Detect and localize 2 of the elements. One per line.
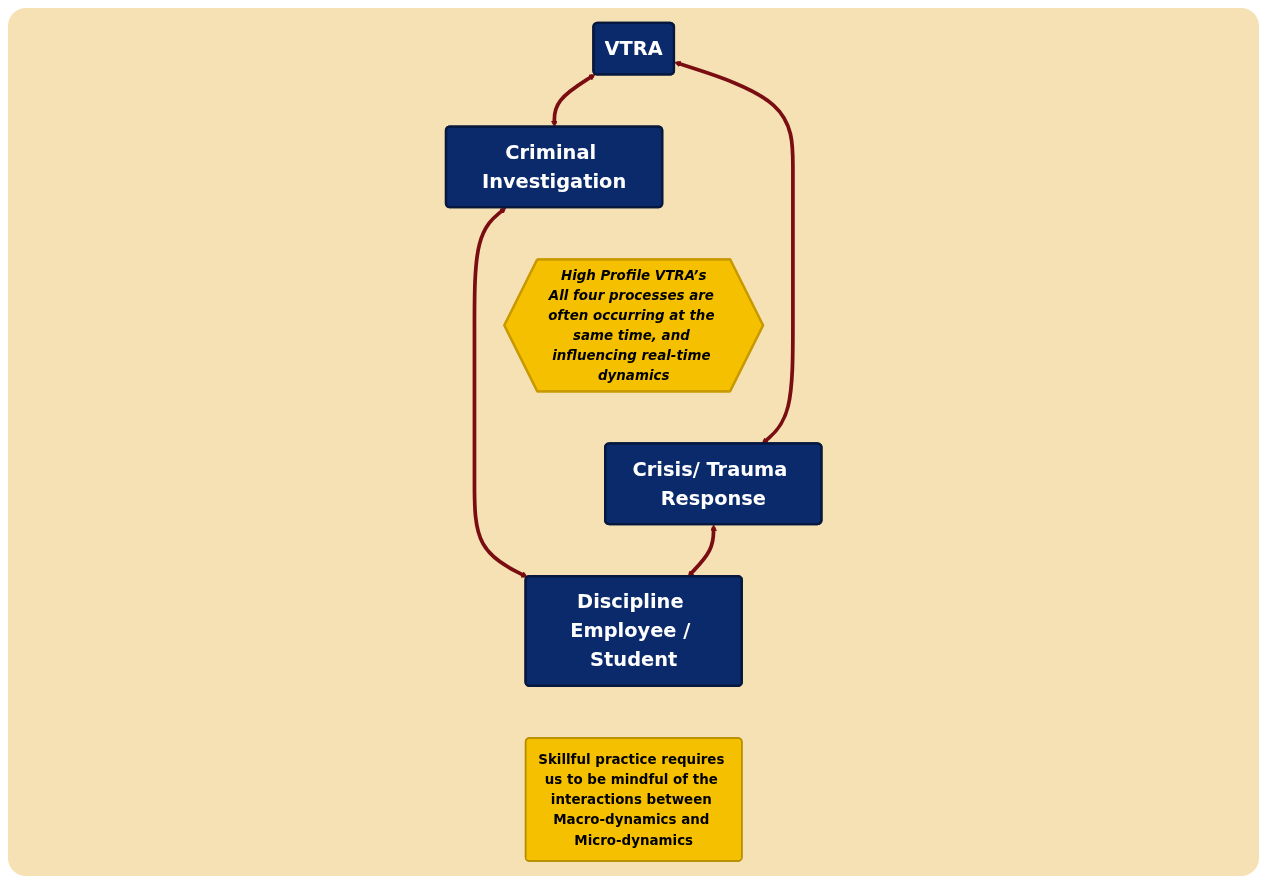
- arrow: [472, 207, 528, 578]
- arrow: [687, 524, 717, 577]
